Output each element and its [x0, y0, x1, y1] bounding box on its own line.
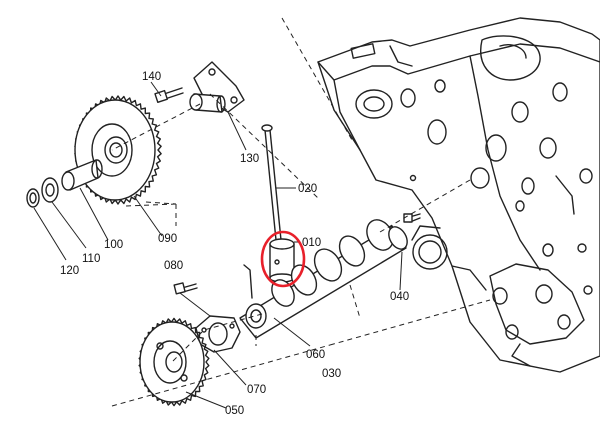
label-140: 140	[142, 71, 161, 83]
label-030: 030	[322, 368, 341, 380]
push-rod-020	[261, 124, 282, 241]
label-060: 060	[306, 349, 325, 361]
label-100: 100	[104, 239, 123, 251]
snap-ring-120	[26, 188, 40, 208]
part-labels: 140 130 020 010 040 060 030 070 050 080 …	[60, 71, 409, 417]
idle-gear-090	[74, 95, 162, 205]
label-050: 050	[225, 405, 244, 417]
label-090: 090	[158, 233, 177, 245]
bolt-080	[173, 282, 198, 295]
bushing-100	[61, 159, 103, 191]
label-120: 120	[60, 265, 79, 277]
bolt-140	[154, 87, 184, 104]
highlight-circle-010	[260, 230, 306, 288]
label-070: 070	[247, 384, 266, 396]
label-130: 130	[240, 153, 259, 165]
tappet-010	[269, 238, 295, 283]
label-010: 010	[302, 237, 321, 249]
label-040: 040	[390, 291, 409, 303]
camshaft-gear-050	[138, 317, 210, 407]
label-080: 080	[164, 260, 183, 272]
engine-block	[317, 17, 600, 373]
camshaft-retainer-070	[195, 315, 241, 353]
leader-lines	[33, 17, 491, 409]
label-110: 110	[82, 253, 100, 265]
label-020: 020	[298, 183, 317, 195]
thrust-washer-110	[41, 177, 59, 203]
